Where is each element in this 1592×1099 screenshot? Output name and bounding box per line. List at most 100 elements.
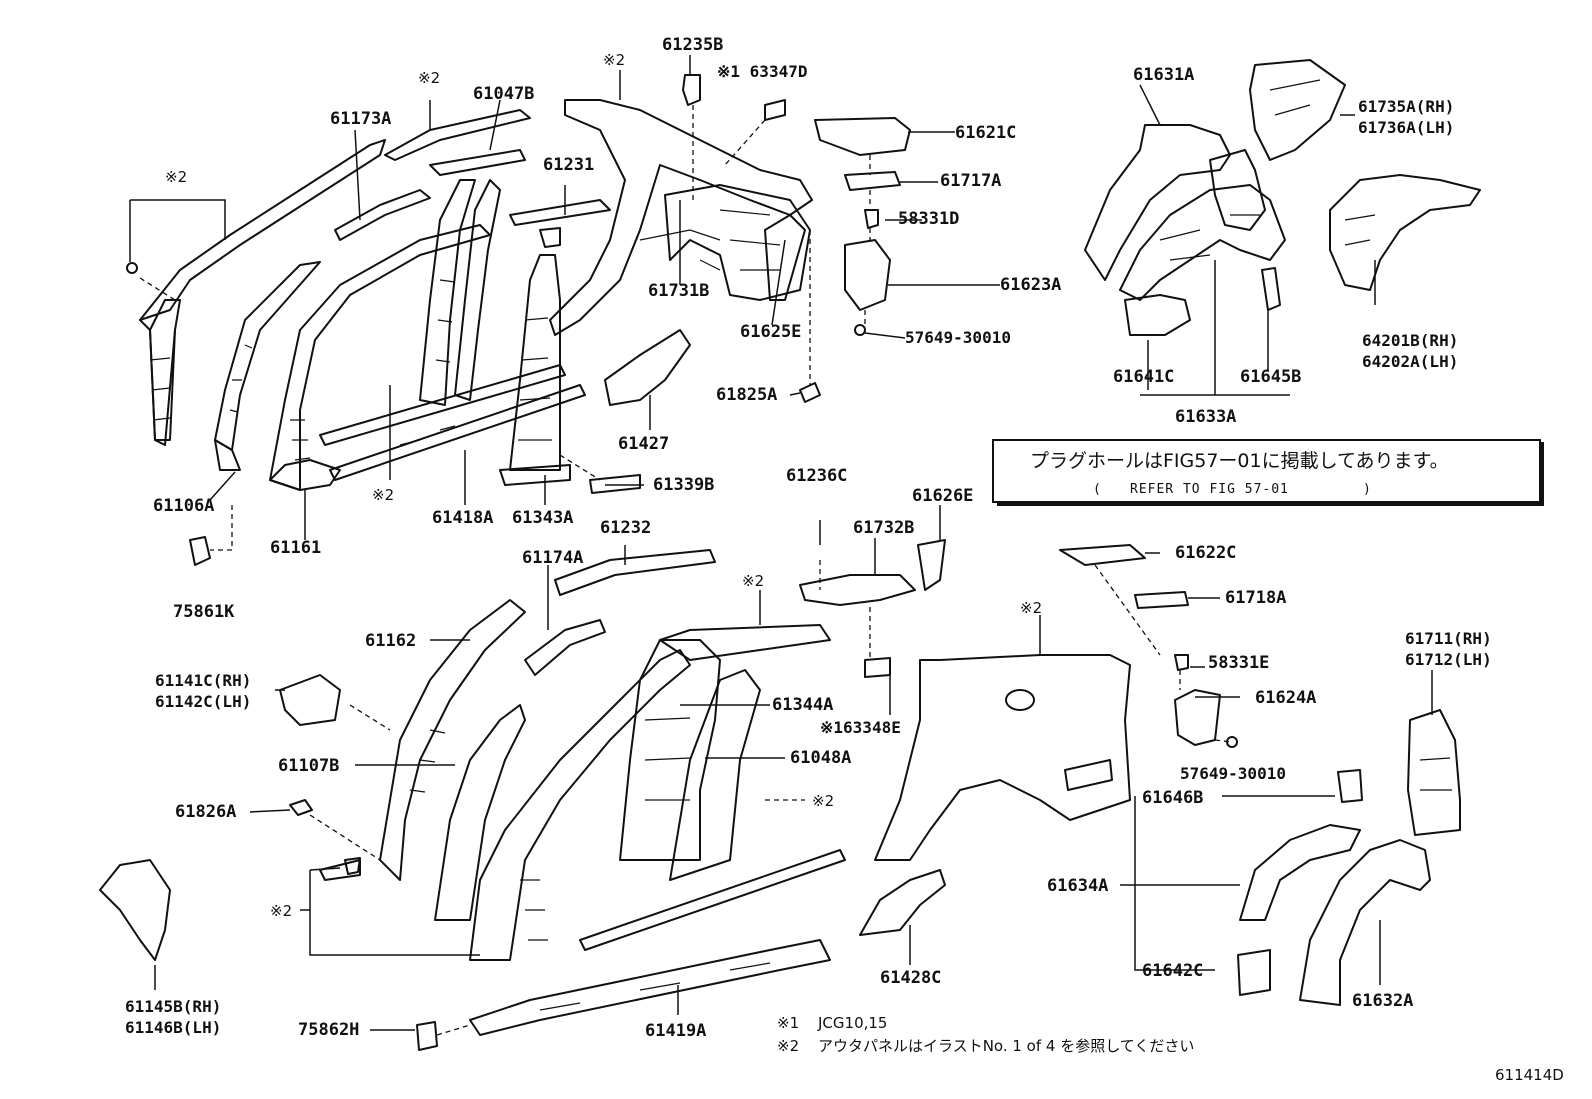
label-75862h: 75862H <box>298 1020 359 1040</box>
label-61712: 61712(LH) <box>1405 650 1492 669</box>
notice-text: プラグホールはFIG57ー01に掲載してあります。 ( REFER TO FIG… <box>1030 450 1449 497</box>
label-61711: 61711(RH) <box>1405 629 1492 648</box>
label-61048a: 61048A <box>790 748 851 768</box>
label-61162: 61162 <box>365 631 416 651</box>
label-61232: 61232 <box>600 518 651 538</box>
reinforcement-61717a <box>844 171 901 191</box>
label-61632a: 61632A <box>1352 991 1413 1011</box>
label-61633a: 61633A <box>1175 407 1236 427</box>
clip-75862h <box>416 1021 438 1051</box>
label-61732b: 61732B <box>853 518 914 538</box>
label-58331d: 58331D <box>898 209 959 229</box>
figure-id: 611414D <box>1495 1066 1564 1084</box>
pad-61825a <box>799 382 821 403</box>
label-61642c: 61642C <box>1142 961 1203 981</box>
label-61621c: 61621C <box>955 123 1016 143</box>
label-61645b: 61645B <box>1240 367 1301 387</box>
label-61717a: 61717A <box>940 171 1001 191</box>
label-61626e: 61626E <box>912 486 973 506</box>
bracket-61624a <box>1174 689 1221 746</box>
reinforcement-61626e <box>917 539 946 591</box>
label-63348e: ※163348E <box>820 718 901 737</box>
notice-box <box>992 439 1544 506</box>
label-61235b: 61235B <box>662 35 723 55</box>
footnotes: ※1 JCG10,15 ※2 アウタパネルはイラストNo. 1 of 4 を参照… <box>777 1014 1194 1055</box>
label-61731b: 61731B <box>648 281 709 301</box>
label-61718a: 61718A <box>1225 588 1286 608</box>
small-parts-top <box>126 74 911 566</box>
label-63347d: ※1 63347D <box>717 62 807 81</box>
note-c1: ※2 <box>742 572 764 590</box>
gusset-61427 <box>604 329 691 406</box>
nut-58331e <box>1174 654 1189 671</box>
pad-63347d <box>764 99 786 121</box>
label-61344a: 61344A <box>772 695 833 715</box>
label-61641c: 61641C <box>1113 367 1174 387</box>
label-61236c: 61236C <box>786 466 847 486</box>
label-57649-a: 57649-30010 <box>905 328 1011 347</box>
pad-61339b <box>589 474 641 494</box>
label-58331e: 58331E <box>1208 653 1269 673</box>
footnote-2-text: アウタパネルはイラストNo. 1 of 4 を参照してください <box>818 1037 1194 1055</box>
label-61173a: 61173A <box>330 109 391 129</box>
bracket-61735a <box>1249 59 1346 161</box>
quarter-outer-note-2 <box>874 654 1131 861</box>
brace-61622c <box>1059 544 1146 566</box>
extension-61711 <box>1407 709 1461 836</box>
label-61646b: 61646B <box>1142 788 1203 808</box>
label-61141c: 61141C(RH) <box>155 671 251 690</box>
label-61339b: 61339B <box>653 475 714 495</box>
housing-61634a <box>1239 824 1361 921</box>
plate-61641c <box>1124 294 1191 336</box>
label-61174a: 61174A <box>522 548 583 568</box>
clip-note-2 <box>126 262 138 274</box>
wheelhouse-61732b <box>799 574 916 606</box>
clip-note2-lower <box>344 857 361 875</box>
leader-lines <box>129 55 1433 1036</box>
note-top-b: ※2 <box>603 51 625 69</box>
footnote-1-text: JCG10,15 <box>817 1014 887 1032</box>
label-61107b: 61107B <box>278 756 339 776</box>
label-61418a: 61418A <box>432 508 493 528</box>
reinforcement-61718a <box>1134 591 1189 609</box>
label-61735a: 61735A(RH) <box>1358 97 1454 116</box>
note-c2: ※2 <box>1020 599 1042 617</box>
part-labels: 61235B ※1 63347D 61047B 61173A ※2 ※2 ※2 … <box>125 35 1492 1041</box>
label-61736a: 61736A(LH) <box>1358 118 1454 137</box>
note-c4: ※2 <box>270 902 292 920</box>
label-61161: 61161 <box>270 538 321 558</box>
label-61231: 61231 <box>543 155 594 175</box>
wheel-housing-group <box>1084 59 1481 336</box>
label-61427: 61427 <box>618 434 669 454</box>
note-left: ※2 <box>165 168 187 186</box>
label-61634a: 61634A <box>1047 876 1108 896</box>
housing-61632a <box>1299 839 1431 1006</box>
mudguard-64201b <box>1329 174 1481 291</box>
label-61825a: 61825A <box>716 385 777 405</box>
label-61623a: 61623A <box>1000 275 1061 295</box>
footnote-2-mark: ※2 <box>777 1037 799 1055</box>
brace-61621c <box>814 117 911 156</box>
label-64202a: 64202A(LH) <box>1362 352 1458 371</box>
pad-63348e <box>864 657 891 678</box>
plate-61646b <box>1337 769 1363 803</box>
nut-58331d <box>864 209 879 229</box>
label-61625e: 61625E <box>740 322 801 342</box>
gusset-61141c <box>279 674 341 726</box>
label-61047b: 61047B <box>473 84 534 104</box>
pad-61826a <box>289 799 313 816</box>
clip-57649 <box>854 324 866 336</box>
label-61419a: 61419A <box>645 1021 706 1041</box>
label-61343a: 61343A <box>512 508 573 528</box>
lower-body-side-group <box>99 539 1461 1051</box>
notice-close-paren: ) <box>1363 482 1372 497</box>
upper-body-side-group <box>139 99 813 491</box>
notice-refer-text: REFER TO FIG 57-01 <box>1130 482 1289 497</box>
plate-61645b <box>1261 267 1281 311</box>
note-mid: ※2 <box>372 486 394 504</box>
bracket-61145b <box>99 859 171 961</box>
clip-75861k <box>189 536 211 566</box>
notice-line1: プラグホールはFIG57ー01に掲載してあります。 <box>1030 450 1449 472</box>
